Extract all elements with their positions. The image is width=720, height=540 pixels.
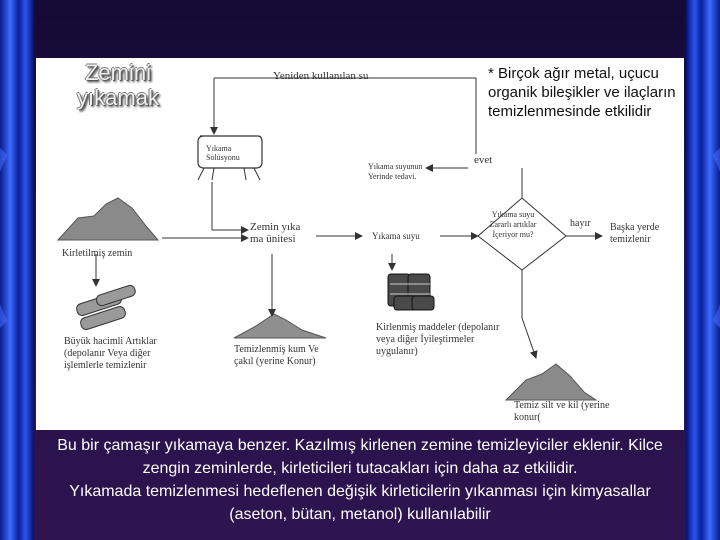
diagram-panel: Zemini yıkamak * Birçok ağır metal, uçuc… — [36, 58, 684, 430]
clean-sand-label: Temizlenmiş kum Ve çakıl (yerine Konur) — [234, 344, 328, 368]
pipes-icon — [75, 284, 136, 331]
slide-caption: Bu bir çamaşır yıkamaya benzer. Kazılmış… — [0, 434, 720, 526]
note-text: * Birçok ağır metal, uçucu organik bileş… — [488, 64, 684, 121]
silt-pile-icon — [506, 364, 596, 400]
contaminated-soil-label: Kirletilmiş zemin — [62, 248, 132, 260]
clean-silt-label: Temiz silt ve kil (yerine konur( — [514, 400, 610, 424]
slide-title: Zemini yıkamak — [58, 60, 178, 110]
no-label: hayır — [570, 218, 591, 230]
soil-pile-icon — [58, 198, 158, 240]
bulky-waste-label: Büyük hacimli Artıklar (depolanır Veya d… — [64, 336, 170, 372]
caption-line-1: Bu bir çamaşır yıkamaya benzer. Kazılmış… — [0, 434, 720, 457]
caption-line-4: (aseton, bütan, metanol) kullanılabilir — [0, 503, 720, 526]
contaminants-label: Kirlenmiş maddeler (depolanır veya diğer… — [376, 322, 500, 358]
elsewhere-clean-label: Başka yerde temizlenir — [610, 222, 680, 246]
yes-label: evet — [474, 154, 492, 166]
caption-line-3: Yıkamada temizlenmesi hedeflenen değişik… — [0, 480, 720, 503]
wash-water-treatment-label: Yıkama suyunun Yerinde tedavi. — [368, 162, 448, 182]
wash-solution-label: Yıkama Solüsyonu — [206, 144, 262, 162]
sand-pile-icon — [234, 314, 326, 338]
drums-icon — [388, 274, 434, 310]
reuse-water-label: Yeniden kullanılan su — [273, 70, 368, 82]
decision-label: Yıkama suyu Zararlı artıklar İçeriyor mu… — [482, 210, 544, 240]
wash-water-label: Yıkama suyu — [372, 230, 440, 242]
soil-wash-unit-label: Zemin yıka ma ünitesi — [250, 221, 316, 245]
caption-line-2: zengin zeminlerde, kirleticileri tutacak… — [0, 457, 720, 480]
title-line-1: Zemini — [58, 60, 178, 85]
title-line-2: yıkamak — [58, 85, 178, 110]
